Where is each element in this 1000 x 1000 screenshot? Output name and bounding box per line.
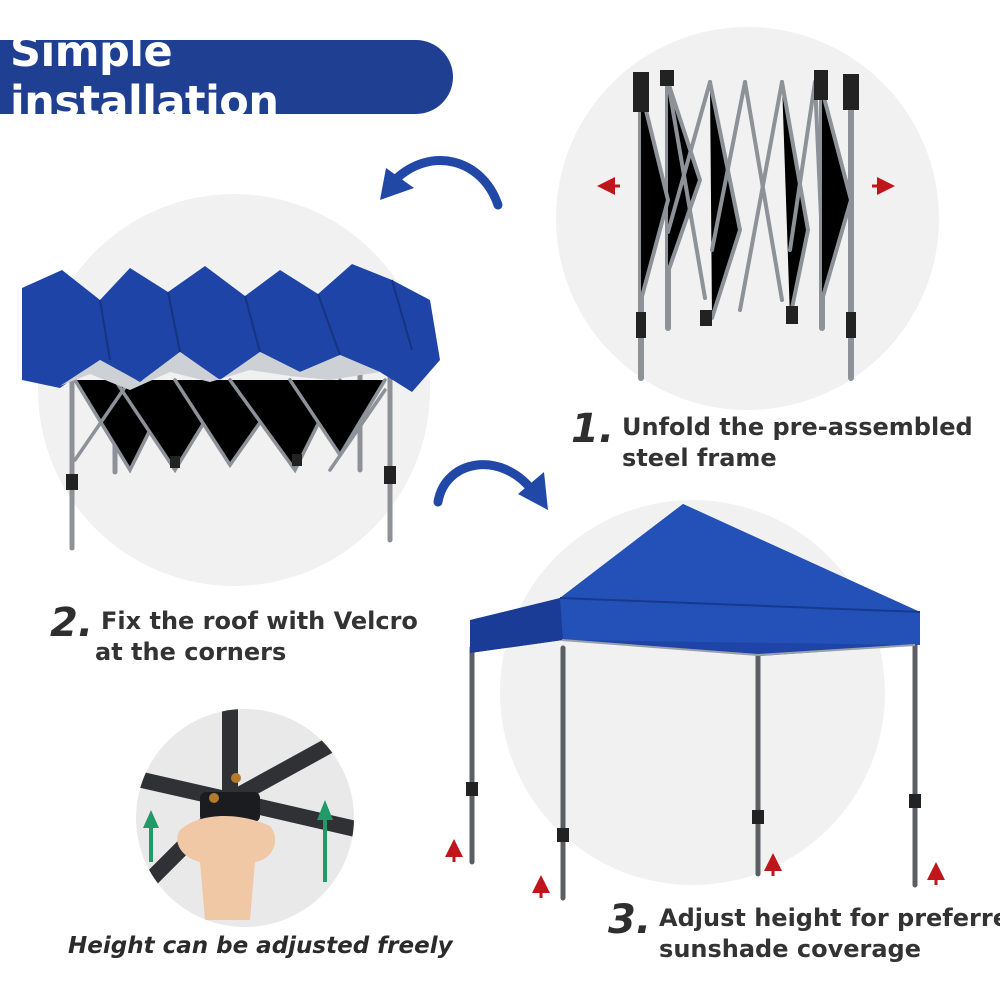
step-2-description: Fix the roof with Velcro at the corners	[95, 603, 418, 668]
step-1-number: 1.	[571, 406, 615, 452]
red-up-arrow-icon	[445, 839, 945, 898]
step-1: 1. Unfold the pre-assembled steel frame	[571, 409, 973, 474]
curved-arrow-icon-2	[433, 460, 548, 510]
title-banner: Simple installation	[0, 27, 453, 127]
curved-arrow-icon	[380, 156, 503, 210]
step-3-description: Adjust height for preferred sunshade cov…	[659, 900, 1000, 965]
step-2-line-1: Fix the roof with Velcro	[101, 607, 418, 635]
draped-roof-image	[22, 264, 440, 551]
canopy-tent-image	[466, 504, 921, 901]
height-caption: Height can be adjusted freely	[68, 933, 453, 959]
step-3: 3. Adjust height for preferred sunshade …	[608, 900, 1000, 965]
step-2-line-2: at the corners	[95, 638, 287, 666]
step-3-number: 3.	[608, 897, 652, 943]
step-2: 2. Fix the roof with Velcro at the corne…	[50, 603, 418, 668]
step-3-line-2: sunshade coverage	[659, 935, 921, 963]
folded-frame-image	[633, 70, 859, 381]
step-1-description: Unfold the pre-assembled steel frame	[622, 409, 973, 474]
step-2-number: 2.	[50, 600, 94, 646]
step-1-line-1: Unfold the pre-assembled	[622, 413, 973, 441]
green-up-arrow-icon	[143, 800, 333, 882]
banner-title: Simple installation	[10, 27, 279, 127]
step-1-line-2: steel frame	[622, 444, 777, 472]
step-3-line-1: Adjust height for preferred	[659, 904, 1000, 932]
